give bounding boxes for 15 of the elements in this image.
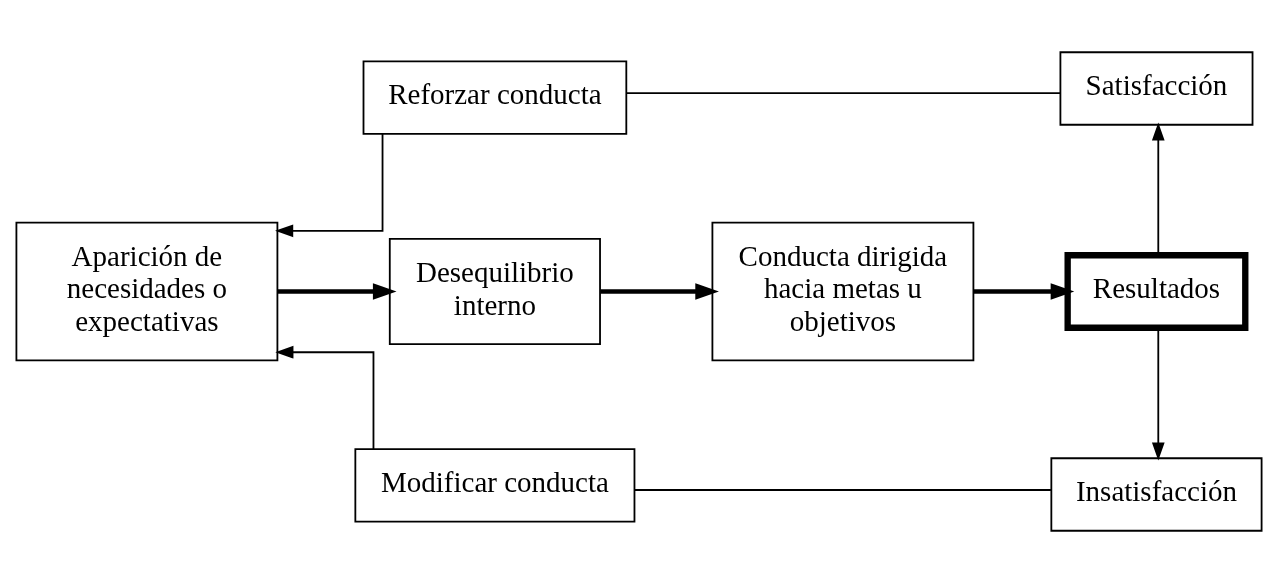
arrow bbox=[600, 283, 719, 300]
connector bbox=[633, 489, 1052, 491]
connector bbox=[625, 92, 1062, 94]
arrow bbox=[275, 345, 375, 450]
arrow bbox=[275, 133, 384, 238]
node-box: Desequilibrio interno bbox=[388, 238, 601, 345]
node-box: Modificar conducta bbox=[354, 448, 636, 523]
arrow bbox=[277, 283, 397, 300]
node-box: Satisfacción bbox=[1059, 51, 1254, 126]
node-box: Aparición de necesidades o expectativas bbox=[15, 221, 279, 362]
arrow bbox=[973, 283, 1075, 300]
node-box: Resultados bbox=[1064, 252, 1249, 331]
node-box: Conducta dirigida hacia metas u objetivos bbox=[711, 221, 975, 362]
node-box: Insatisfacción bbox=[1050, 457, 1263, 532]
node-box: Reforzar conducta bbox=[362, 60, 628, 135]
